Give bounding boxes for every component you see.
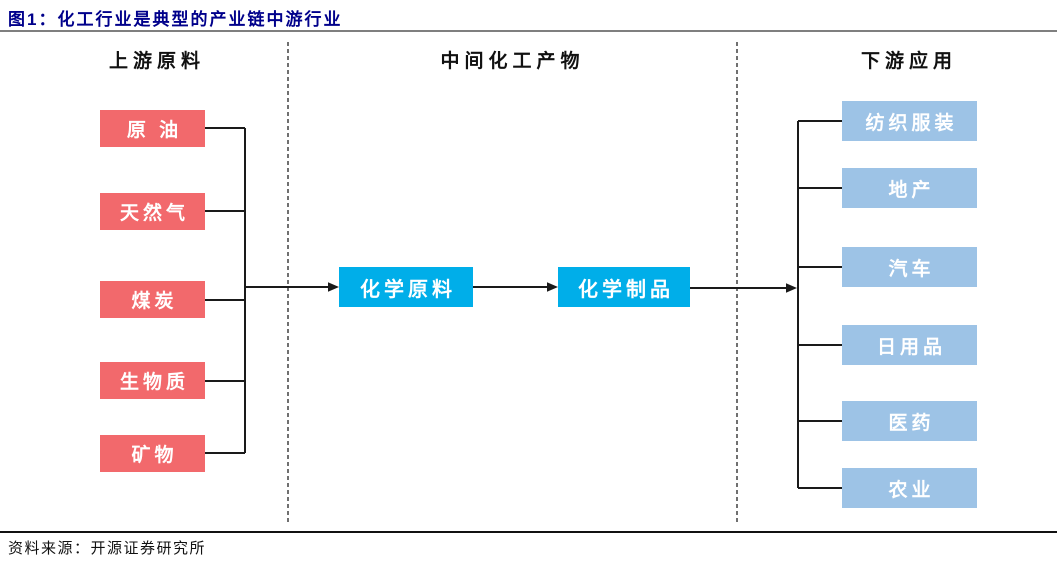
midstream-box-chemical-products: 化学制品 <box>558 267 690 307</box>
downstream-box-real-estate: 地产 <box>842 168 977 208</box>
downstream-box-agriculture: 农业 <box>842 468 977 508</box>
downstream-connector-tree <box>797 120 842 489</box>
upstream-box-biomass: 生物质 <box>100 362 205 399</box>
column-header-midstream: 中间化工产物 <box>440 51 585 72</box>
downstream-box-pharmaceutical: 医药 <box>842 401 977 441</box>
arrowhead-icon <box>328 282 339 292</box>
upstream-box-crude-oil: 原 油 <box>100 110 205 147</box>
midstream-box-chemical-raw-materials: 化学原料 <box>339 267 473 307</box>
downstream-box-daily-goods: 日用品 <box>842 325 977 365</box>
upstream-box-coal: 煤炭 <box>100 281 205 318</box>
downstream-box-textile-apparel: 纺织服装 <box>842 101 977 141</box>
footer-rule <box>0 531 1057 533</box>
source-note: 资料来源：开源证券研究所 <box>8 540 207 557</box>
upstream-connector-tree <box>205 127 246 454</box>
figure-title: 图1：化工行业是典型的产业链中游行业 <box>8 10 343 29</box>
column-header-downstream: 下游应用 <box>860 51 957 72</box>
arrowhead-icon <box>786 283 797 293</box>
arrowhead-icon <box>547 282 558 292</box>
downstream-box-automobile: 汽车 <box>842 247 977 287</box>
title-underline <box>0 30 1057 32</box>
column-header-upstream: 上游原料 <box>108 51 205 72</box>
upstream-box-natural-gas: 天然气 <box>100 193 205 230</box>
upstream-box-minerals: 矿物 <box>100 435 205 472</box>
